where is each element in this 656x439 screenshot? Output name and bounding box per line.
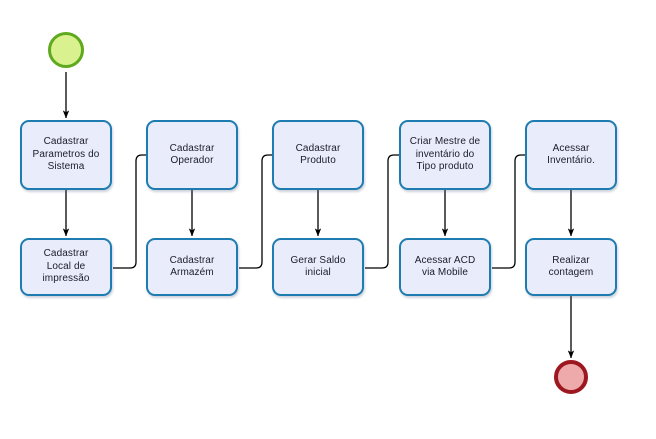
- end-node[interactable]: [554, 360, 588, 394]
- node-cadastrar-operador[interactable]: Cadastrar Operador: [146, 120, 238, 190]
- node-acessar-inventario[interactable]: Acessar Inventário.: [525, 120, 617, 190]
- node-criar-mestre-de-inventario[interactable]: Criar Mestre de inventário do Tipo produ…: [399, 120, 491, 190]
- node-cadastrar-parametros-do-sistema[interactable]: Cadastrar Parametros do Sistema: [20, 120, 112, 190]
- node-gerar-saldo-inicial[interactable]: Gerar Saldo inicial: [272, 238, 364, 296]
- node-cadastrar-armazem[interactable]: Cadastrar Armazém: [146, 238, 238, 296]
- start-node[interactable]: [48, 32, 84, 68]
- node-realizar-contagem[interactable]: Realizar contagem: [525, 238, 617, 296]
- node-cadastrar-local-de-impressao[interactable]: Cadastrar Local de impressão: [20, 238, 112, 296]
- node-acessar-acd-via-mobile[interactable]: Acessar ACD via Mobile: [399, 238, 491, 296]
- node-cadastrar-produto[interactable]: Cadastrar Produto: [272, 120, 364, 190]
